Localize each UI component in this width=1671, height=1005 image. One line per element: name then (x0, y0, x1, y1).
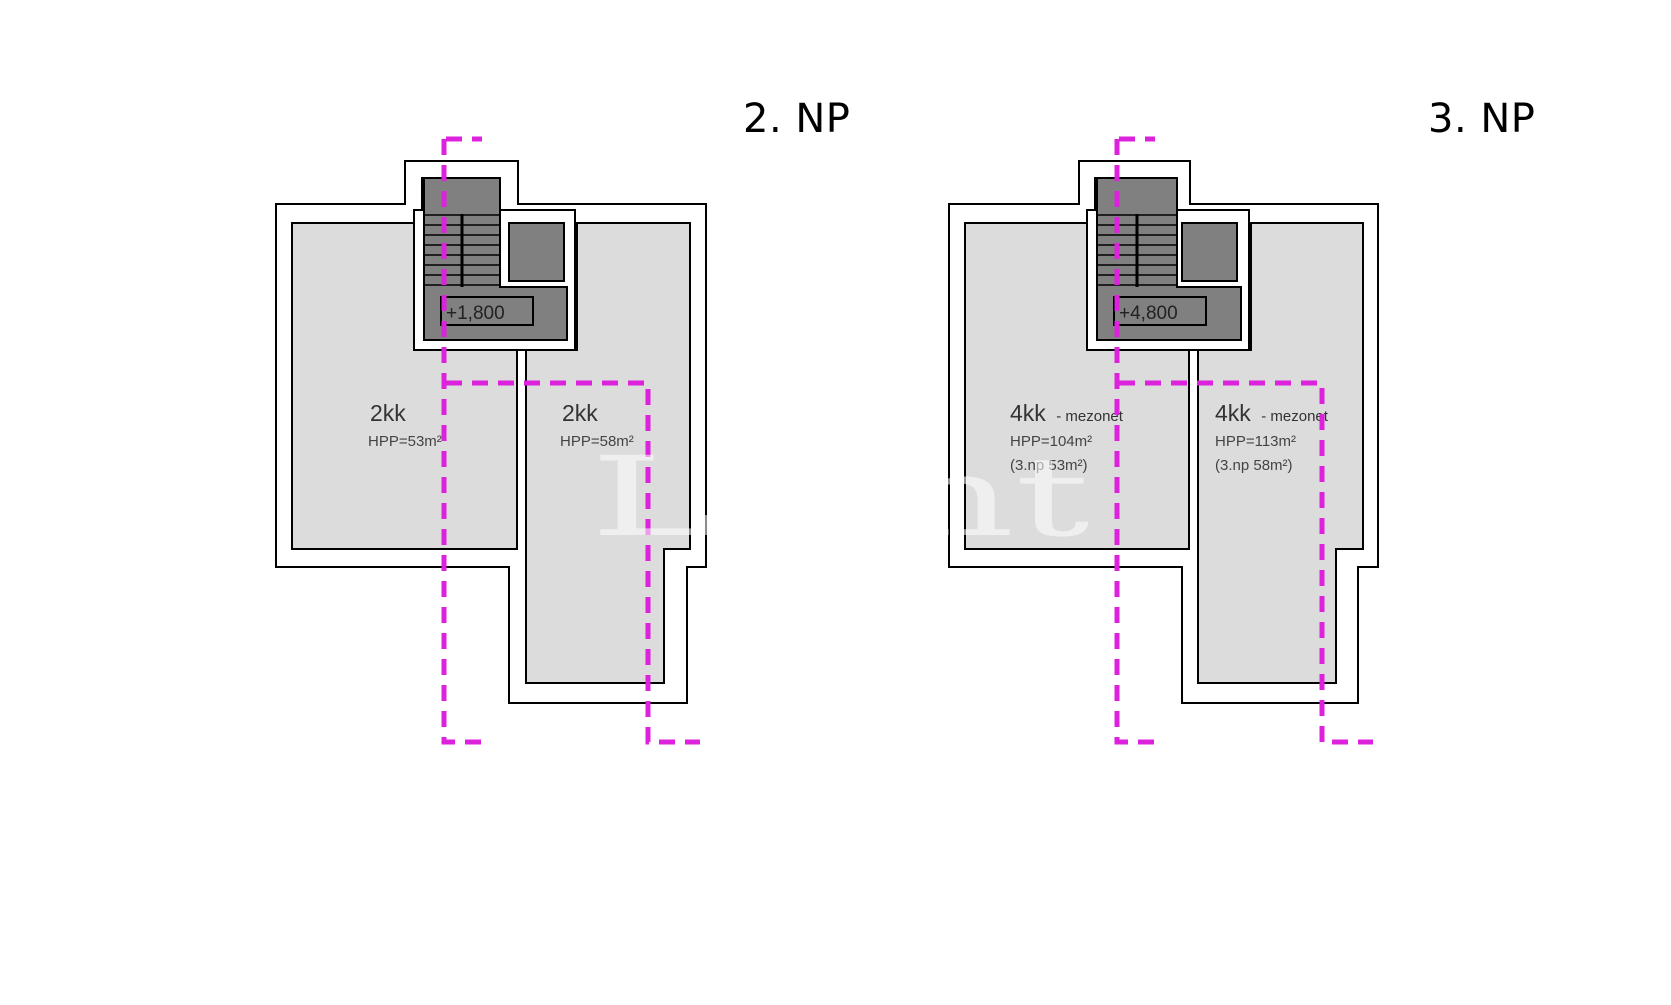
unit-type: 4kk (1215, 400, 1251, 426)
floor-title-2np: 2. NP (743, 96, 851, 142)
floor-plan-2np: +1,800 2kk HPP=53m² 2kk HPP=58m² (275, 136, 707, 745)
stair-treads (1097, 214, 1177, 287)
unit-type-suffix: - mezonet (1261, 408, 1329, 425)
floor-plan-3np: +4,800 4kk - mezonet HPP=104m² (3.np 53m… (948, 136, 1379, 745)
unit-area: HPP=58m² (560, 433, 634, 450)
unit-note: (3.np 53m²) (1010, 457, 1088, 474)
unit-area: HPP=104m² (1010, 433, 1092, 450)
unit-type-line: 4kk - mezonet (1215, 400, 1329, 426)
watermark: Lu nt (590, 433, 1090, 561)
stair-treads (424, 214, 500, 287)
dashed-outline (1114, 136, 1373, 745)
unit-note: (3.np 58m²) (1215, 457, 1293, 474)
elevator-shaft (1181, 222, 1238, 282)
level-tag-label: +1,800 (446, 303, 505, 324)
unit-type: 2kk (562, 400, 598, 426)
floor-title-3np: 3. NP (1428, 96, 1536, 142)
room-left (291, 222, 518, 550)
elevator-shaft (508, 222, 565, 282)
unit-type-suffix: - mezonet (1056, 408, 1124, 425)
level-tag-label: +4,800 (1119, 303, 1178, 324)
unit-type: 2kk (370, 400, 406, 426)
unit-type: 4kk (1010, 400, 1046, 426)
unit-area: HPP=53m² (368, 433, 442, 450)
dashed-outline (441, 136, 700, 745)
level-tag-box (1113, 296, 1207, 326)
unit-area: HPP=113m² (1215, 433, 1296, 450)
level-tag-box (440, 296, 534, 326)
unit-type-line: 4kk - mezonet (1010, 400, 1124, 426)
